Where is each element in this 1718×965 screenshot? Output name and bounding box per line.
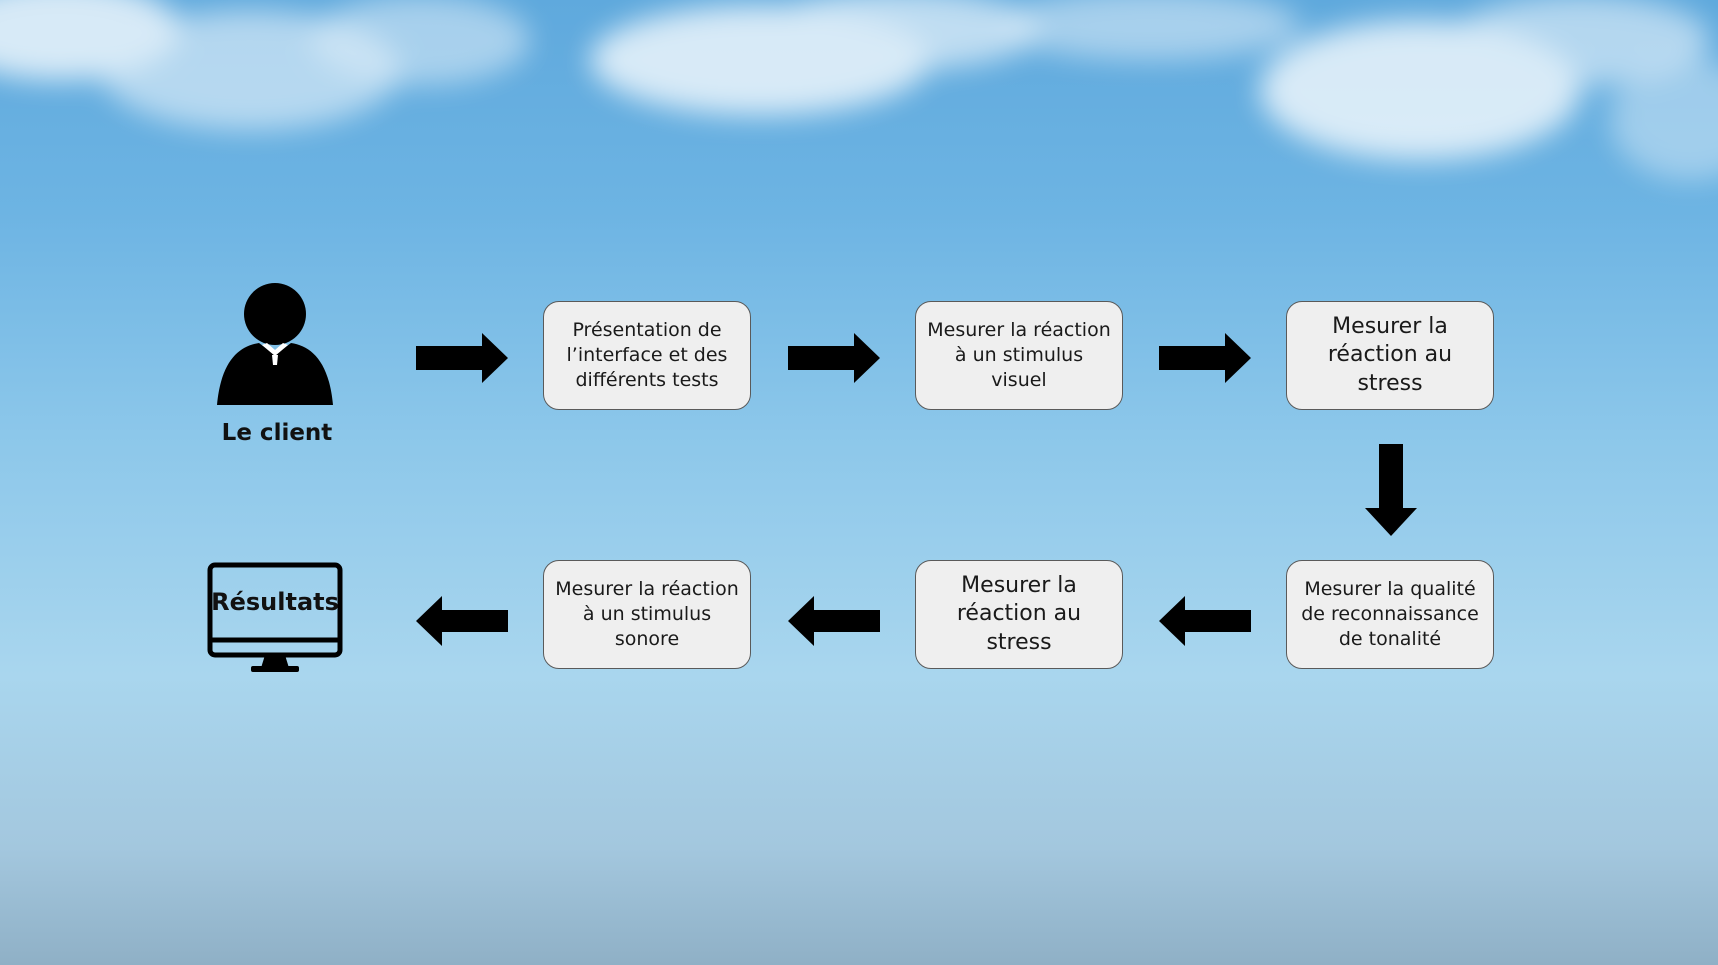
arrow-left-3 <box>416 596 508 646</box>
step-tonality: Mesurer la qualité de reconnaissance de … <box>1286 560 1494 669</box>
arrow-left-1 <box>1159 596 1251 646</box>
step-stress-1: Mesurer la réaction au stress <box>1286 301 1494 410</box>
arrow-right-3 <box>1159 333 1251 383</box>
cloud-background <box>0 0 1718 180</box>
client-label: Le client <box>221 420 333 446</box>
arrow-right-2 <box>788 333 880 383</box>
step-presentation: Présentation de l’interface et des diffé… <box>543 301 751 410</box>
arrow-down <box>1365 444 1417 536</box>
step-sound-stimulus: Mesurer la réaction à un stimulus sonore <box>543 560 751 669</box>
step-visual-stimulus: Mesurer la réaction à un stimulus visuel <box>915 301 1123 410</box>
results-label: Résultats <box>211 588 339 616</box>
step-stress-2: Mesurer la réaction au stress <box>915 560 1123 669</box>
monitor-icon <box>207 562 343 672</box>
person-icon <box>217 283 333 405</box>
arrow-right-1 <box>416 333 508 383</box>
arrow-left-2 <box>788 596 880 646</box>
